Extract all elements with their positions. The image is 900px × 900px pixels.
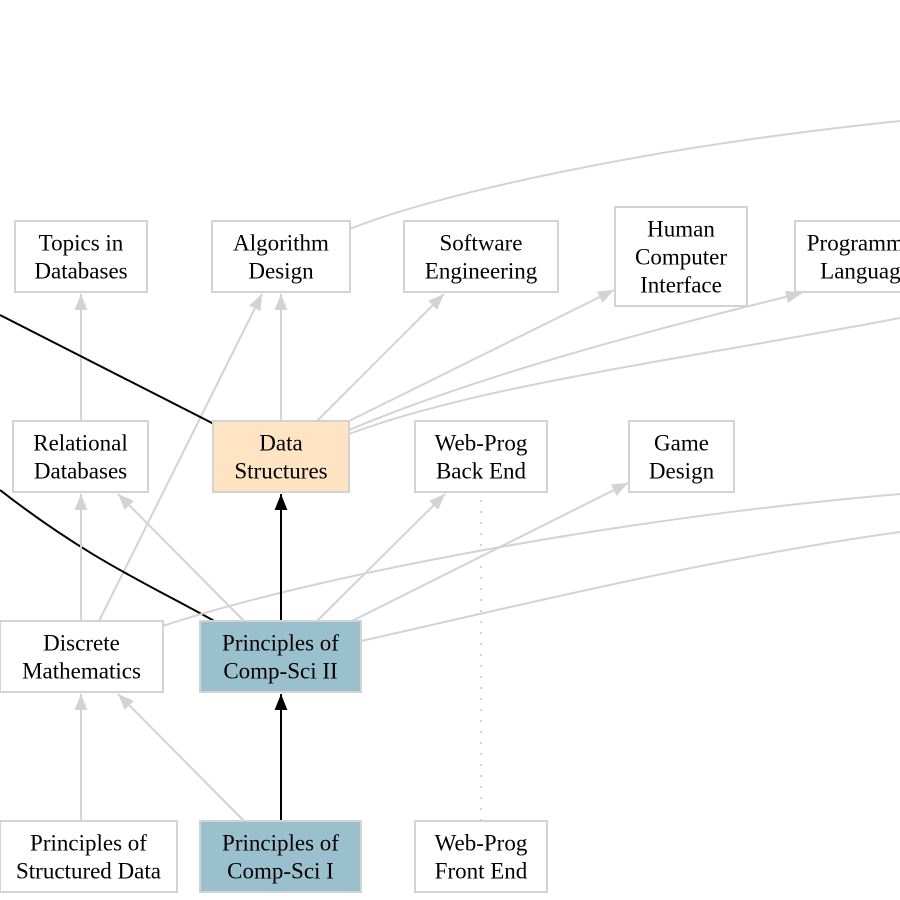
node-label-line: Design	[649, 459, 715, 484]
node-box	[212, 420, 350, 493]
node-label-line: Front End	[435, 859, 528, 884]
node-box	[414, 420, 548, 493]
node-label-line: Principles of	[222, 631, 339, 656]
node-label-line: Relational	[33, 431, 128, 456]
node-topics-db: Topics in Databases	[14, 220, 148, 293]
node-label-line: Back End	[436, 459, 527, 484]
node-label-line: Comp-Sci I	[227, 859, 334, 884]
node-label-line: Mathematics	[22, 659, 141, 684]
node-box	[199, 620, 362, 693]
edge-pcs1-to-discrete-math	[117, 693, 245, 822]
node-box	[794, 220, 900, 293]
node-box	[199, 820, 362, 893]
edge-algo-design-to-offscreen-top-right	[349, 120, 900, 230]
node-label-line: Computer	[635, 245, 727, 270]
node-label-line: Algorithm	[233, 231, 329, 256]
node-label-line: Languages	[820, 259, 900, 284]
node-label-line: Topics in	[39, 231, 124, 256]
node-label-line: Databases	[34, 259, 127, 284]
edge-data-structures-to-hci	[348, 289, 615, 422]
edge-data-structures-to-offscreen-left	[0, 314, 215, 425]
node-box	[414, 820, 548, 893]
node-label-line: Discrete	[43, 631, 120, 656]
node-box	[14, 220, 148, 293]
node-label-line: Web-Prog	[435, 431, 528, 456]
edge-discrete-math-to-offscreen-right	[162, 493, 900, 627]
node-box	[628, 420, 735, 493]
node-prog-lang: ProgrammingLanguages	[794, 220, 900, 293]
edge-pcs2-to-offscreen-left	[0, 489, 217, 623]
node-label-line: Principles of	[30, 831, 147, 856]
node-label-line: Design	[248, 259, 314, 284]
edge-pcs2-to-relational-db	[117, 493, 245, 622]
node-label-line: Game	[654, 431, 709, 456]
edges-layer	[0, 120, 900, 822]
node-box	[614, 206, 748, 307]
edge-data-structures-to-offscreen-right	[348, 317, 900, 435]
edge-discrete-math-to-algo-design	[98, 293, 263, 622]
node-label-line: Software	[439, 231, 522, 256]
node-box	[0, 620, 164, 693]
node-label-line: Structured Data	[16, 859, 161, 884]
node-label-line: Human	[647, 217, 715, 242]
edge-data-structures-to-software-eng	[316, 293, 445, 422]
edge-data-structures-to-prog-lang	[348, 290, 803, 431]
node-box	[211, 220, 351, 293]
node-label-line: Programming	[807, 231, 900, 256]
node-label-line: Databases	[34, 459, 127, 484]
node-label-line: Structures	[234, 459, 327, 484]
node-label-line: Engineering	[425, 259, 538, 284]
node-pcs1: Principles of Comp-Sci I	[199, 820, 362, 893]
edge-pcs2-to-offscreen-right	[360, 531, 900, 642]
node-label-line: Web-Prog	[435, 831, 528, 856]
node-box	[0, 820, 178, 893]
edge-pcs2-to-webprog-back	[316, 493, 446, 622]
node-pcs2: Principles of Comp-Sci II	[199, 620, 362, 693]
node-label-line: Principles of	[222, 831, 339, 856]
node-label-line: Data	[259, 431, 302, 456]
edge-pcs2-to-game-design	[351, 482, 629, 622]
node-structured-data: Principles of Structured Data	[0, 820, 178, 893]
node-box	[12, 420, 149, 493]
node-label-line: Comp-Sci II	[223, 659, 337, 684]
node-box	[403, 220, 559, 293]
node-label-line: Interface	[640, 273, 722, 298]
